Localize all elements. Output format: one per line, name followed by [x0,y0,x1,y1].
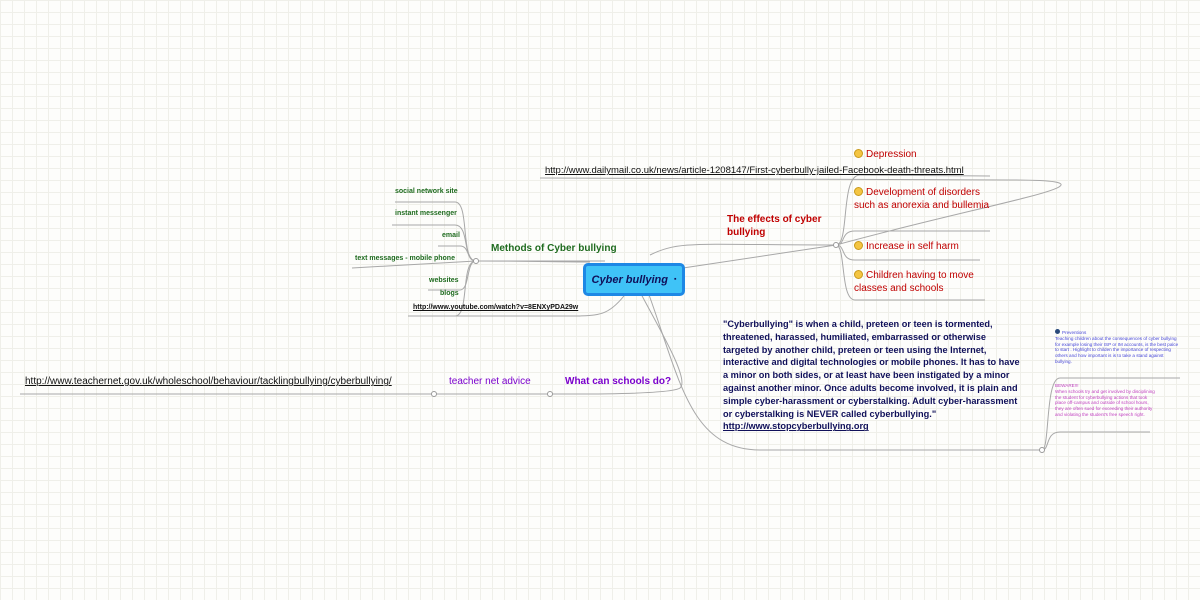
prevention-title: Preventions [1062,330,1087,335]
teacher-net-advice[interactable]: teacher net advice [449,376,531,387]
definition-text[interactable]: "Cyberbullying" is when a child, preteen… [723,318,1023,433]
effect-item[interactable]: Children having to move classes and scho… [854,269,984,295]
method-item[interactable]: instant messenger [395,210,457,217]
sad-face-icon [854,187,863,196]
central-topic[interactable]: Cyber bullying ▪ [583,263,685,296]
method-item[interactable]: social network site [395,188,458,195]
definition-body: "Cyberbullying" is when a child, preteen… [723,319,1020,419]
dailymail-link[interactable]: http://www.dailymail.co.uk/news/article-… [545,165,964,176]
effect-item[interactable]: Depression [854,148,994,161]
bullet-icon [1055,329,1060,334]
method-item[interactable]: email [442,232,460,239]
sad-face-icon [854,241,863,250]
schools-topic[interactable]: What can schools do? [565,376,672,387]
central-topic-label: Cyber bullying [591,273,668,286]
effect-item[interactable]: Development of disorders such as anorexi… [854,186,994,212]
sad-face-icon [854,149,863,158]
method-item[interactable]: text messages - mobile phone [355,255,455,262]
method-item[interactable]: websites [429,277,459,284]
youtube-link[interactable]: http://www.youtube.com/watch?v=8ENXyPDA2… [413,304,579,311]
teachernet-link[interactable]: http://www.teachernet.gov.uk/wholeschool… [25,376,392,387]
effect-item[interactable]: Increase in self harm [854,240,994,253]
method-item[interactable]: blogs [440,290,459,297]
beware-note: BEWARE!!!When schools try and get involv… [1055,383,1155,418]
methods-topic[interactable]: Methods of Cyber bullying [491,243,617,254]
beware-title: BEWARE!!! [1055,383,1079,388]
stopcyberbullying-link[interactable]: http://www.stopcyberbullying.org [723,421,869,432]
sad-face-icon [854,270,863,279]
effect-label: Children having to move classes and scho… [854,270,974,294]
effect-label: Depression [866,149,917,160]
effects-topic[interactable]: The effects of cyber bullying [727,214,822,238]
prevention-text: Teaching children about the consequences… [1055,335,1179,364]
beware-text: When schools try and get involved by dis… [1055,388,1155,417]
effect-label: Development of disorders such as anorexi… [854,187,990,211]
note-icon: ▪ [673,276,677,283]
effect-label: Increase in self harm [866,241,959,252]
